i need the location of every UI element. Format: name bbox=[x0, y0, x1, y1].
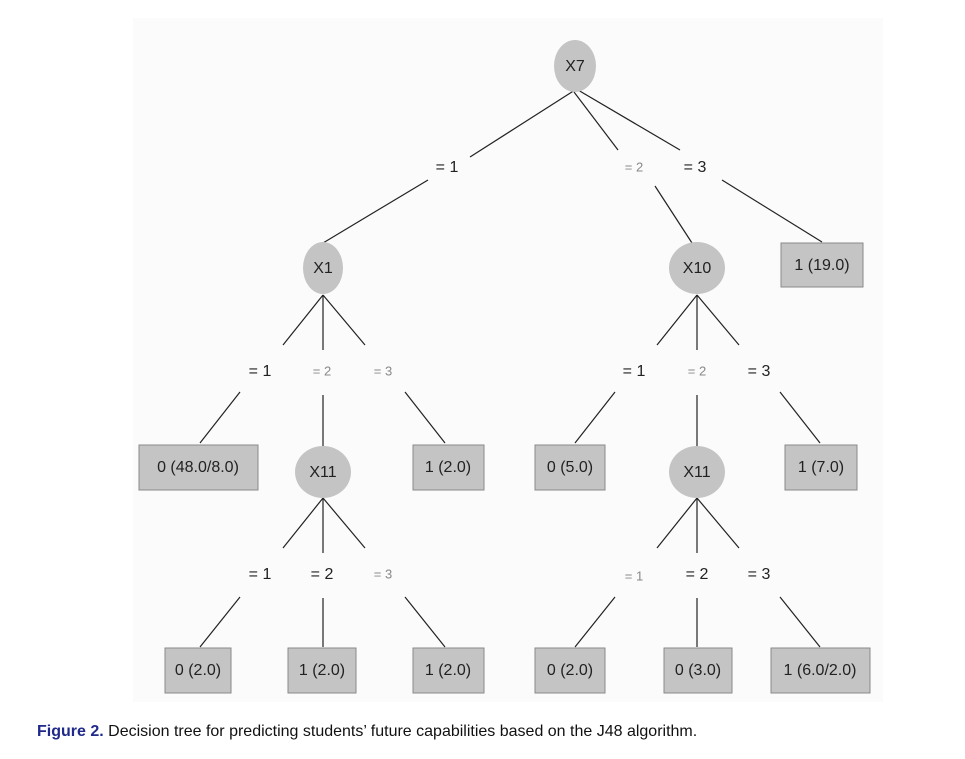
node-x11-right: X11 bbox=[669, 446, 725, 498]
edge-label: = 1 bbox=[436, 159, 459, 176]
leaf-node: 0 (3.0) bbox=[663, 647, 733, 694]
svg-text:0 (48.0/8.0): 0 (48.0/8.0) bbox=[157, 459, 239, 476]
leaf-node: 1 (2.0) bbox=[412, 444, 485, 491]
edge-label: = 3 bbox=[374, 566, 392, 581]
svg-text:1 (6.0/2.0): 1 (6.0/2.0) bbox=[784, 662, 857, 679]
diagram-background bbox=[133, 18, 883, 702]
svg-text:X11: X11 bbox=[309, 464, 336, 481]
figure-label: Figure 2. bbox=[37, 723, 104, 740]
edge-label: = 1 bbox=[249, 566, 272, 583]
edges bbox=[199, 89, 823, 648]
svg-text:X11: X11 bbox=[683, 464, 710, 481]
leaf-node: 1 (2.0) bbox=[412, 647, 485, 694]
edge-label: = 3 bbox=[748, 363, 771, 380]
node-x11-left: X11 bbox=[295, 446, 351, 498]
leaf-node: 0 (48.0/8.0) bbox=[138, 444, 259, 491]
leaf-node: 0 (2.0) bbox=[164, 647, 232, 694]
svg-text:X1: X1 bbox=[313, 260, 333, 277]
svg-text:1 (2.0): 1 (2.0) bbox=[299, 662, 345, 679]
edge-label: = 1 bbox=[249, 363, 272, 380]
svg-text:1 (2.0): 1 (2.0) bbox=[425, 459, 471, 476]
node-x10: X10 bbox=[669, 242, 725, 294]
edge-label: = 3 bbox=[748, 566, 771, 583]
svg-text:0 (2.0): 0 (2.0) bbox=[175, 662, 221, 679]
node-x1: X1 bbox=[303, 242, 343, 294]
leaf-node: 1 (2.0) bbox=[287, 647, 357, 694]
figure-caption: Figure 2. Decision tree for predicting s… bbox=[37, 723, 697, 741]
svg-text:0 (3.0): 0 (3.0) bbox=[675, 662, 721, 679]
svg-text:1 (2.0): 1 (2.0) bbox=[425, 662, 471, 679]
leaf-node: 0 (2.0) bbox=[534, 647, 606, 694]
svg-text:1 (19.0): 1 (19.0) bbox=[794, 257, 849, 274]
edge-label: = 2 bbox=[313, 363, 331, 378]
edge-label: = 2 bbox=[686, 566, 709, 583]
leaf-node: 1 (6.0/2.0) bbox=[770, 647, 871, 694]
caption-text: Decision tree for predicting students’ f… bbox=[103, 723, 698, 740]
edge-label: = 2 bbox=[311, 566, 334, 583]
leaf-node: 0 (5.0) bbox=[534, 444, 606, 491]
edge-label: = 2 bbox=[625, 159, 643, 174]
leaf-node: 1 (19.0) bbox=[780, 242, 864, 288]
edge-label: = 2 bbox=[688, 363, 706, 378]
edge-label: = 1 bbox=[625, 568, 643, 583]
node-x7: X7 bbox=[554, 40, 596, 92]
svg-text:X10: X10 bbox=[683, 260, 712, 277]
svg-text:X7: X7 bbox=[565, 58, 585, 75]
edge-label: = 1 bbox=[623, 363, 646, 380]
svg-text:1 (7.0): 1 (7.0) bbox=[798, 459, 844, 476]
edge-label: = 3 bbox=[684, 159, 707, 176]
leaf-node: 1 (7.0) bbox=[784, 444, 858, 491]
svg-text:0 (5.0): 0 (5.0) bbox=[547, 459, 593, 476]
svg-text:0 (2.0): 0 (2.0) bbox=[547, 662, 593, 679]
edge-label: = 3 bbox=[374, 363, 392, 378]
